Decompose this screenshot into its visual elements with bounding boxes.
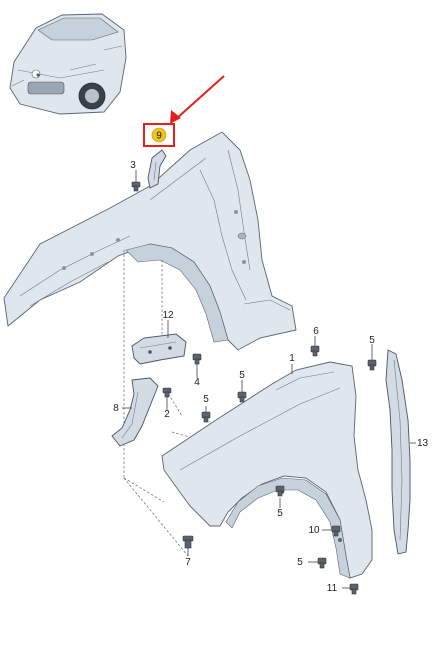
screw-part-11[interactable]: [349, 583, 359, 595]
screw-part-2[interactable]: [162, 387, 172, 398]
callout-5: 5: [297, 557, 303, 568]
callout-8: 8: [113, 403, 119, 414]
callout-4: 4: [194, 377, 200, 388]
screw-part-10[interactable]: [331, 525, 341, 537]
callout-badge: [151, 127, 167, 143]
callout-12: 12: [162, 310, 174, 321]
highlight-box: [143, 123, 175, 147]
callout-5: 5: [239, 370, 245, 381]
clip-part-7[interactable]: [182, 535, 194, 549]
callout-13: 13: [417, 438, 429, 449]
callout-11: 11: [327, 583, 338, 594]
highlight-arrow: [170, 75, 225, 124]
callout-5: 5: [277, 508, 283, 519]
fender-part-1[interactable]: [161, 361, 373, 579]
screw-part-5-right[interactable]: [367, 359, 377, 371]
screw-part-3[interactable]: [131, 181, 141, 192]
callout-10: 10: [308, 525, 320, 536]
support-bracket-part-8[interactable]: [111, 377, 159, 447]
callout-3: 3: [130, 160, 136, 171]
wheelhouse-structure: [3, 131, 297, 351]
callout-9: 9: [156, 131, 162, 142]
bracket-part-9[interactable]: [147, 149, 167, 189]
screw-part-5-left[interactable]: [201, 411, 211, 423]
leader-lines: [122, 170, 416, 589]
screw-part-5-center[interactable]: [237, 391, 247, 403]
bracket-part-12[interactable]: [131, 333, 187, 365]
screw-part-6[interactable]: [310, 345, 320, 357]
screw-part-4[interactable]: [192, 353, 202, 365]
callout-9-highlight[interactable]: 9: [143, 123, 175, 147]
callout-5: 5: [369, 335, 375, 346]
callout-5: 5: [203, 394, 209, 405]
callout-6: 6: [313, 326, 319, 337]
callout-1: 1: [289, 353, 295, 364]
screw-part-5-lower-left[interactable]: [275, 485, 285, 497]
liner-strip-part-13[interactable]: [385, 349, 411, 555]
vehicle-thumbnail: [9, 13, 127, 115]
screw-part-5-bottom[interactable]: [317, 557, 327, 569]
callout-7: 7: [185, 557, 191, 568]
callout-2: 2: [164, 409, 170, 420]
